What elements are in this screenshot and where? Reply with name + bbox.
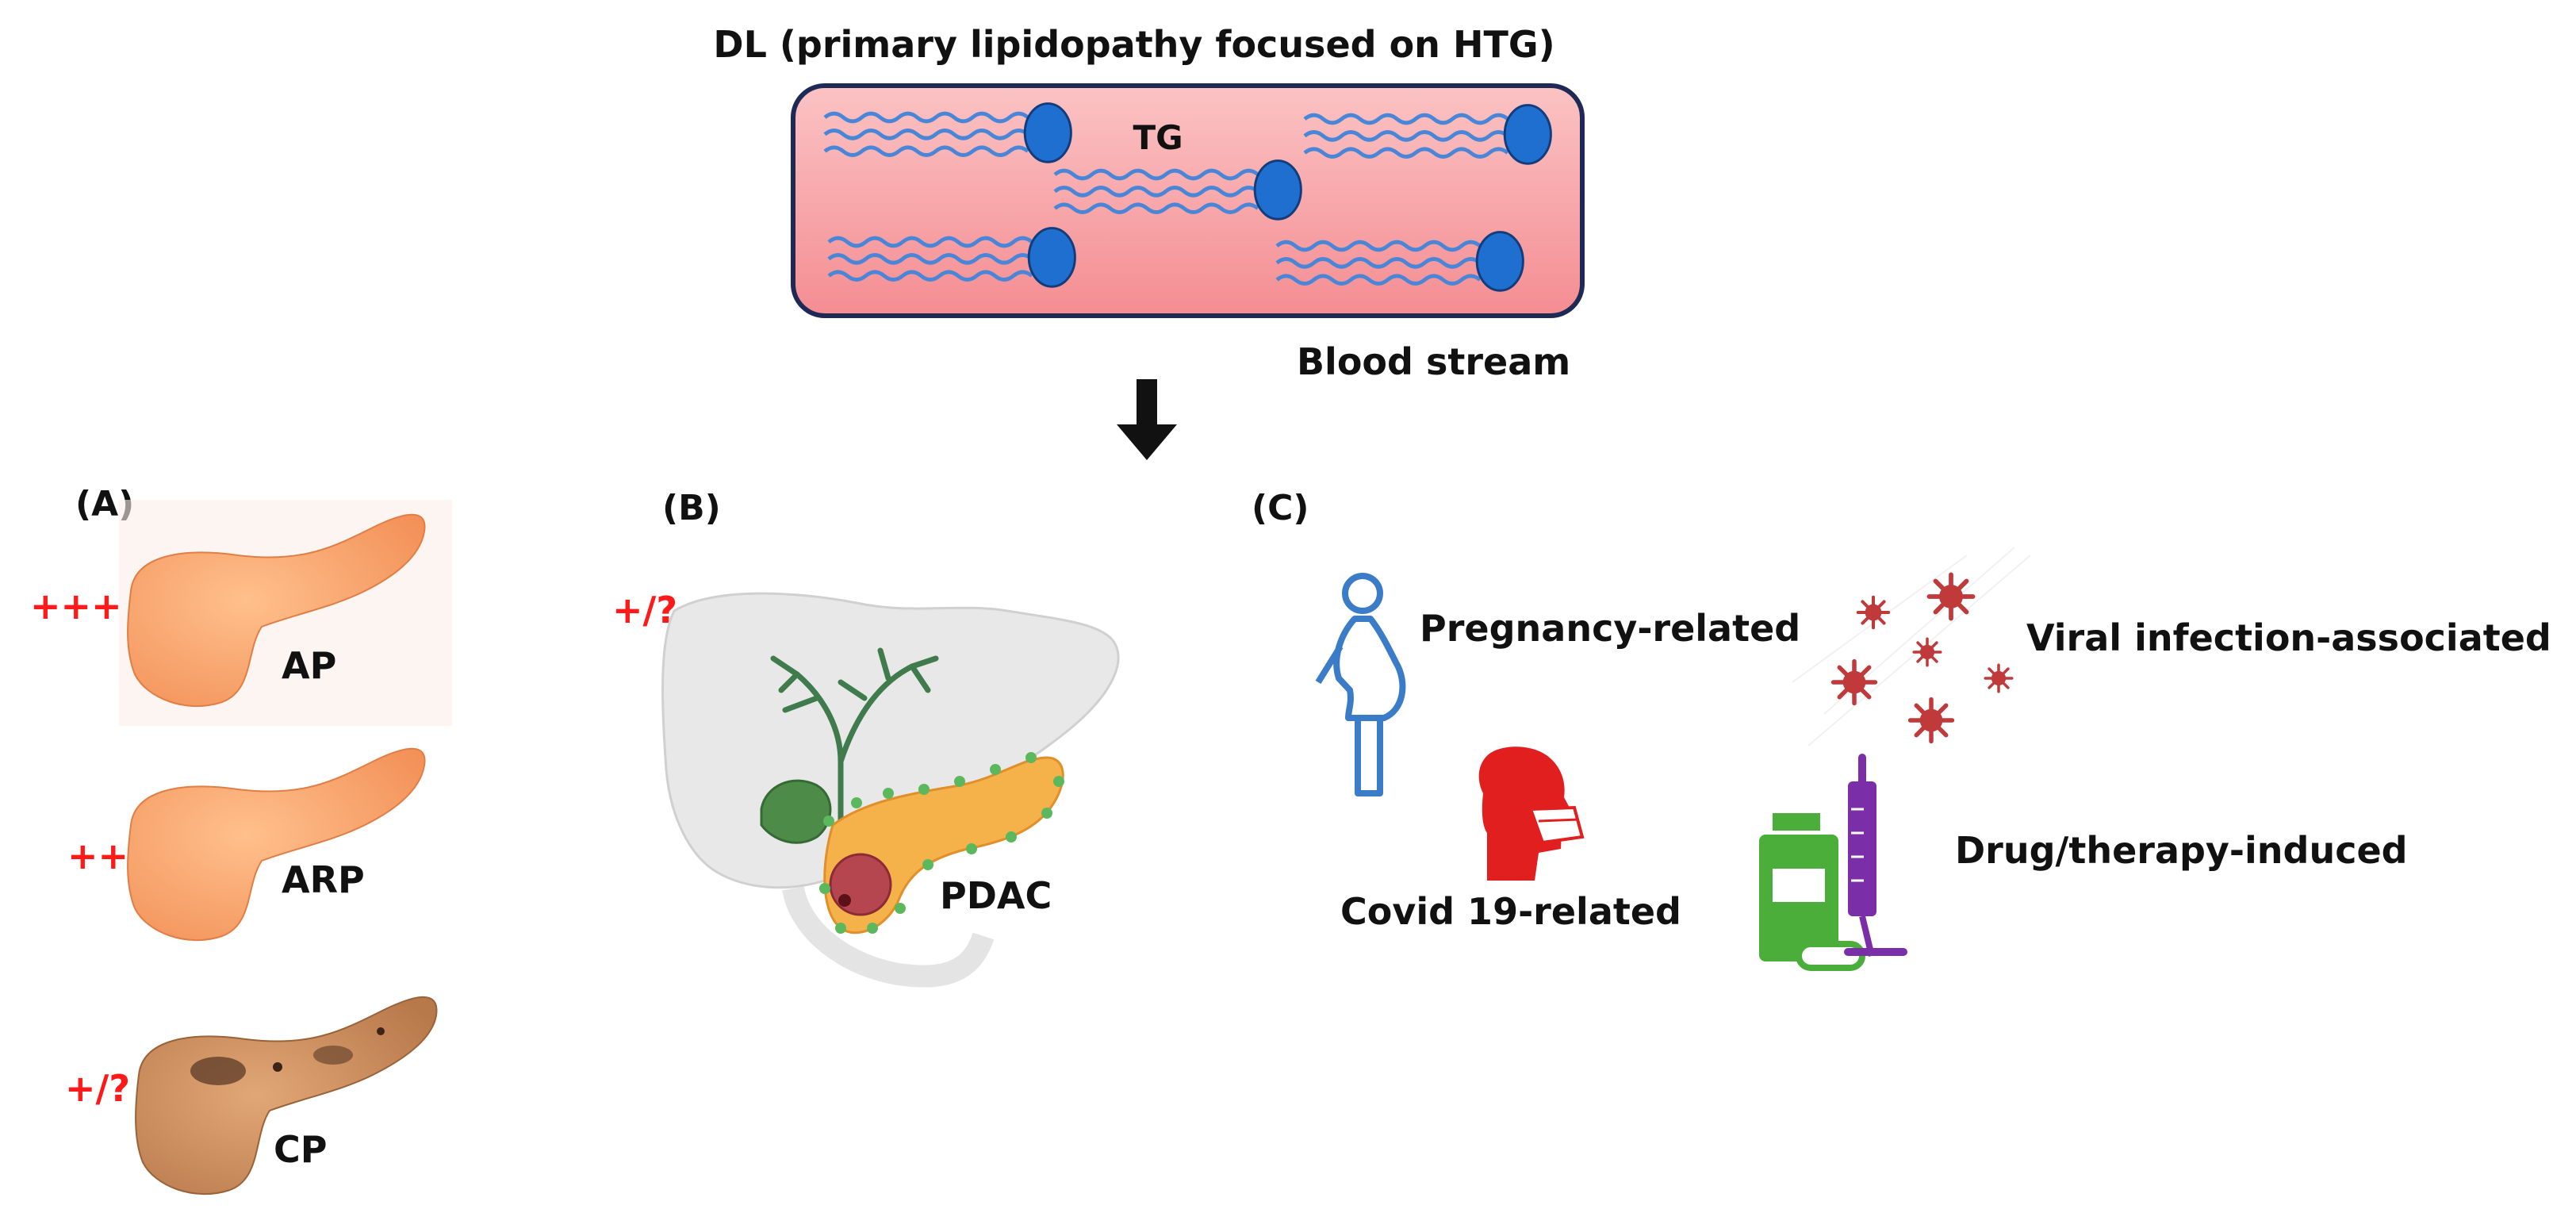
- pdac-risk: +/?: [612, 589, 677, 631]
- blood-vessel: TG: [791, 83, 1585, 318]
- viral-label: Viral infection-associated: [2026, 616, 2551, 659]
- arp-pancreas: [127, 747, 426, 942]
- covid-label: Covid 19-related: [1340, 890, 1681, 933]
- figure-title: DL (primary lipidopathy focused on HTG): [713, 23, 1554, 66]
- covid-mask-icon: [1478, 746, 1585, 881]
- pregnancy-icon: [1315, 573, 1406, 796]
- panel-c-label: (C): [1252, 488, 1309, 528]
- cp-pancreas: [135, 996, 438, 1196]
- ap-label: AP: [282, 644, 336, 687]
- liver-pancreas-illustration: [661, 592, 1120, 988]
- down-arrow-icon: [1117, 379, 1177, 460]
- pregnancy-label: Pregnancy-related: [1420, 607, 1800, 650]
- arp-label: ARP: [282, 858, 365, 901]
- tg-label: TG: [1133, 118, 1183, 157]
- drug-label: Drug/therapy-induced: [1955, 829, 2408, 872]
- virus-icon: [1792, 547, 2031, 746]
- drug-syringe-icon: [1759, 754, 1907, 971]
- arp-risk: ++: [67, 835, 128, 877]
- ap-pancreas: [119, 500, 452, 726]
- blood-stream-label: Blood stream: [1297, 340, 1570, 383]
- cp-risk: +/?: [65, 1067, 130, 1110]
- panel-b-label: (B): [662, 488, 721, 528]
- cp-label: CP: [274, 1128, 327, 1171]
- pdac-label: PDAC: [940, 874, 1052, 917]
- ap-risk: +++: [30, 585, 122, 628]
